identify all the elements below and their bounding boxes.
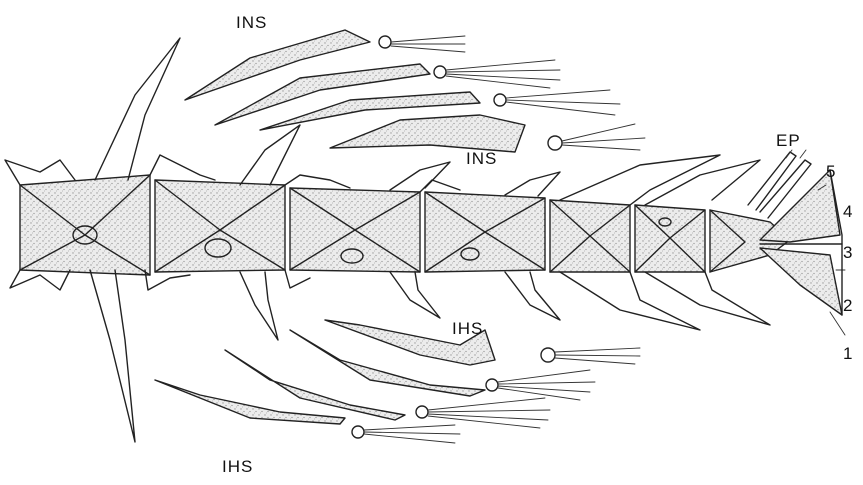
- hypural-lower-plate: [760, 248, 842, 315]
- vertebra-1: [5, 38, 180, 442]
- vertebra-4: [420, 172, 560, 320]
- label-ep: EP: [776, 132, 801, 149]
- anal-fin-rays: [352, 348, 640, 443]
- label-ihs-mid: IHS: [452, 320, 483, 337]
- dorsal-ray-1: [379, 36, 465, 52]
- anal-ray-1: [541, 348, 640, 364]
- interneural-4: [330, 115, 525, 152]
- vertebra-2: [145, 125, 300, 340]
- label-ins-mid: INS: [466, 150, 497, 167]
- interneural-spines: [185, 30, 525, 152]
- dorsal-ray-4: [548, 124, 645, 150]
- label-hypural-1: 1: [843, 345, 853, 362]
- anal-ray-2: [486, 370, 595, 400]
- dorsal-ray-2: [434, 60, 560, 88]
- label-hypural-5: 5: [826, 163, 836, 180]
- label-ihs-bottom: IHS: [222, 458, 253, 475]
- anal-ray-4: [352, 425, 460, 443]
- label-ins-top: INS: [236, 14, 267, 31]
- label-hypural-2: 2: [843, 297, 853, 314]
- label-hypural-3: 3: [843, 244, 853, 261]
- anal-ray-3: [416, 398, 550, 428]
- label-hypural-4: 4: [843, 203, 853, 220]
- interneural-1: [185, 30, 370, 100]
- dorsal-ray-3: [494, 90, 620, 115]
